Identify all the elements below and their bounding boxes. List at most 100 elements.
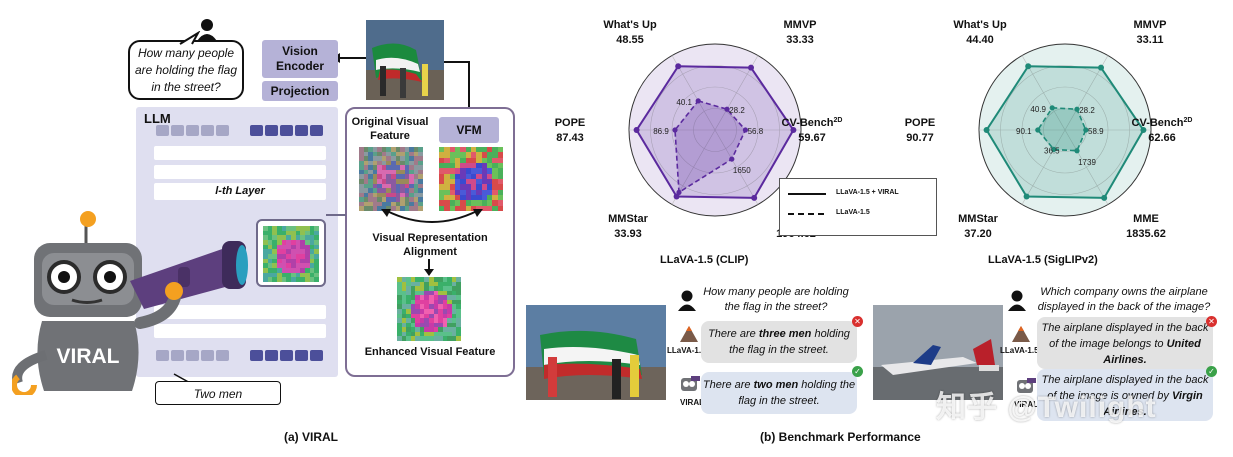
feature-cell [439, 179, 445, 185]
feature-cell [359, 147, 365, 153]
feature-cell [305, 258, 311, 264]
feature-cell [456, 281, 461, 287]
example2-base-model: LLaVA-1.5 [1000, 346, 1039, 355]
feature-cell [413, 151, 419, 157]
feature-cell [415, 304, 421, 310]
feature-cell [391, 151, 397, 157]
base-value-label: 86.9 [653, 127, 669, 136]
feature-cell [401, 336, 407, 341]
feature-cell [413, 183, 419, 189]
feature-cell [481, 184, 488, 191]
axis-value-label: 33.93 [614, 228, 642, 240]
feature-cell [377, 201, 383, 207]
feature-cell [359, 201, 365, 207]
axis-value-label: 87.43 [556, 132, 584, 144]
feature-cell [359, 156, 365, 162]
feature-cell [395, 156, 401, 162]
feature-cell [368, 201, 374, 207]
feature-cell [286, 249, 292, 255]
vfm-label: VFM [456, 123, 482, 137]
feature-cell [492, 163, 499, 169]
feature-cell [395, 147, 401, 153]
feature-cell [401, 327, 407, 333]
feature-cell [419, 327, 425, 333]
feature-cell [263, 272, 269, 278]
feature-cell [444, 200, 451, 207]
feature-cell [447, 322, 453, 328]
feature-cell [377, 188, 383, 194]
feature-cell [277, 235, 283, 241]
feature-cell [267, 235, 273, 241]
text-token [295, 350, 308, 361]
feature-cell [410, 290, 416, 296]
feature-cell [476, 147, 483, 153]
feature-cell [281, 244, 287, 250]
feature-cell [447, 281, 453, 287]
feature-cell [492, 168, 499, 175]
down-arrow [424, 259, 434, 276]
feature-cell [444, 179, 451, 185]
feature-cell [300, 249, 306, 255]
feature-cell [377, 179, 383, 185]
feature-cell [455, 147, 461, 153]
feature-cell [377, 160, 383, 166]
feature-cell [277, 244, 283, 250]
base-value-label: 56.8 [748, 127, 764, 136]
feature-cell [263, 235, 269, 241]
feature-cell [368, 174, 374, 180]
feature-cell [471, 195, 477, 201]
feature-cell [368, 183, 374, 189]
feature-cell [455, 195, 461, 201]
axis-name-label: MMStar [608, 213, 648, 225]
feature-cell [377, 197, 383, 203]
vision-encoder-box: Vision Encoder [262, 40, 338, 78]
feature-cell [451, 299, 457, 305]
feature-cell [410, 286, 416, 292]
correct-icon: ✓ [1206, 366, 1217, 377]
feature-cell [451, 304, 457, 310]
feature-cell [492, 147, 499, 153]
feature-cell [438, 277, 444, 283]
base-value-label: 40.1 [676, 98, 692, 107]
base-point [676, 189, 682, 195]
feature-cell [471, 147, 477, 153]
feature-cell [419, 290, 425, 296]
feature-cell [381, 151, 387, 157]
feature-cell [404, 188, 410, 194]
feature-cell [281, 230, 287, 236]
feature-cell [413, 169, 419, 175]
feature-cell [368, 156, 374, 162]
wrong-icon: ✕ [1206, 316, 1217, 327]
text-token [310, 125, 323, 136]
feature-cell [359, 160, 365, 166]
feature-cell [286, 254, 292, 260]
feature-cell [465, 195, 472, 201]
feature-cell [372, 192, 378, 198]
feature-cell [447, 313, 453, 319]
feature-cell [424, 331, 430, 337]
axis-name-label: CV-Bench2D [782, 117, 843, 129]
feature-cell [447, 286, 453, 292]
feature-cell [415, 299, 421, 305]
feature-cell [386, 165, 392, 171]
feature-cell [404, 197, 410, 203]
viral-point [1025, 63, 1032, 70]
feature-cell [460, 200, 467, 207]
feature-cell [267, 272, 273, 278]
feature-cell [465, 152, 472, 159]
feature-cell [456, 304, 461, 310]
feature-cell [300, 263, 306, 269]
feature-cell [277, 226, 283, 232]
feature-cell [429, 295, 435, 301]
feature-cell [263, 268, 269, 274]
feature-cell [381, 192, 387, 198]
feature-cell [400, 201, 406, 207]
feature-cell [314, 258, 319, 264]
feature-cell [455, 205, 461, 211]
feature-cell [497, 205, 503, 211]
feature-cell [397, 286, 403, 292]
base-point [1074, 148, 1080, 154]
feature-cell [424, 290, 430, 296]
feature-cell [263, 263, 269, 269]
feature-cell [397, 299, 403, 305]
